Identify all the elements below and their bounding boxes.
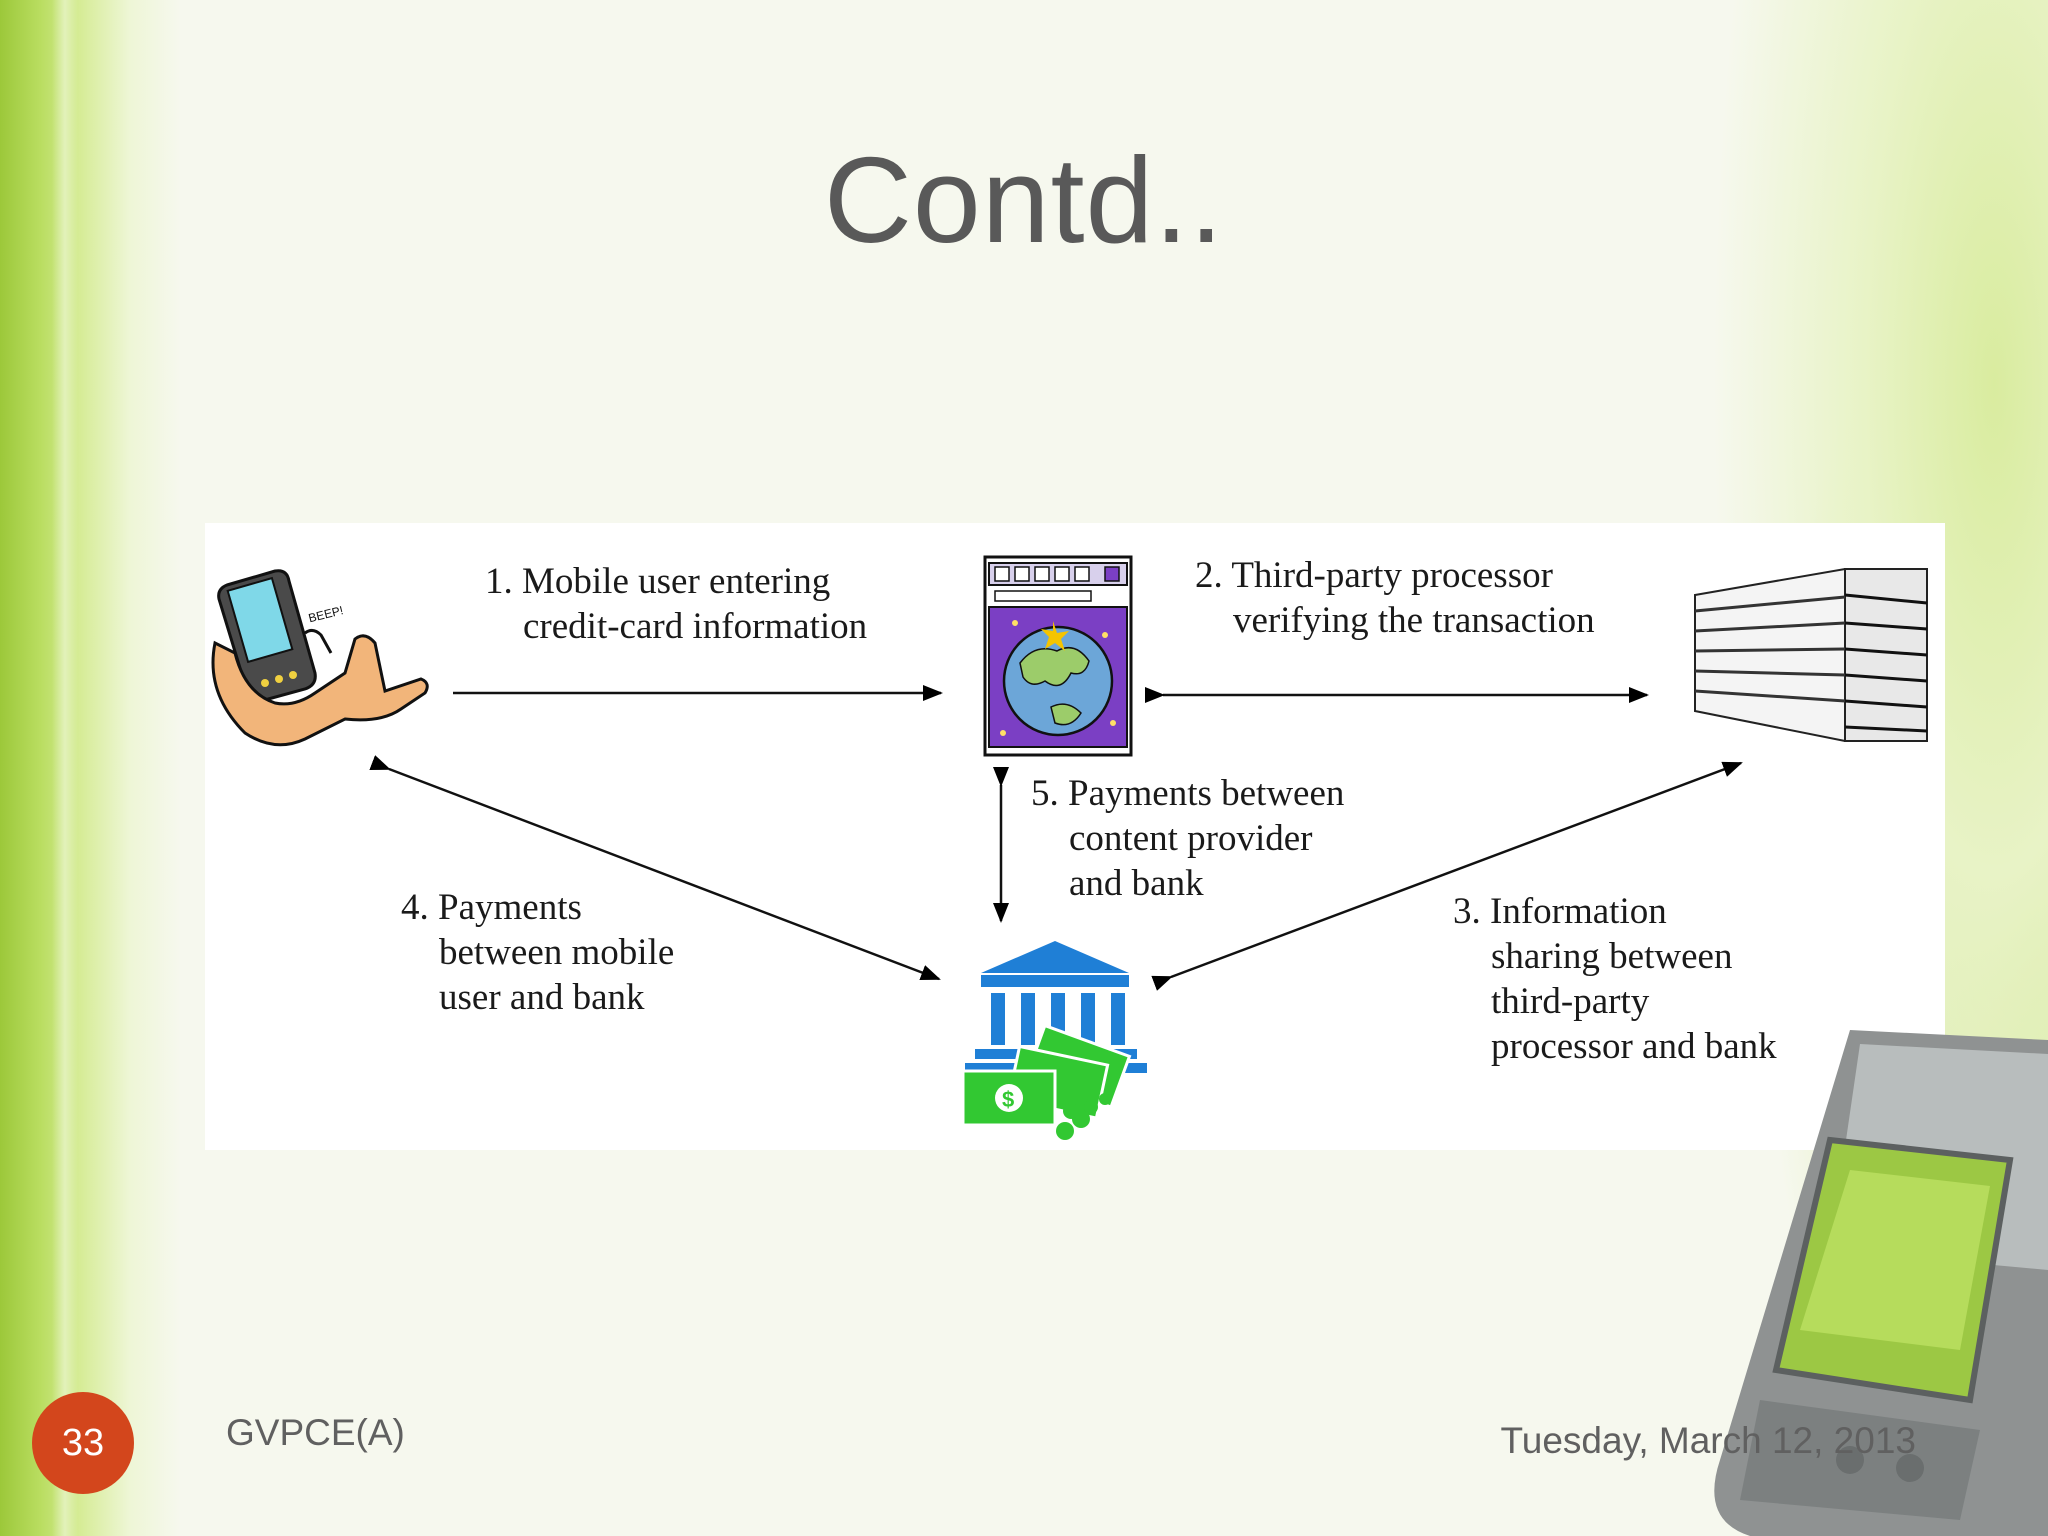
- arrow-step4: [369, 755, 941, 981]
- step4-label: 4. Payments between mobile user and bank: [401, 887, 675, 1018]
- footer-institution: GVPCE(A): [226, 1412, 405, 1453]
- step1-label: 1. Mobile user entering credit-card info…: [485, 561, 868, 647]
- step3-label: 3. Information sharing between third-par…: [1453, 891, 1777, 1067]
- arrow-step3: [1151, 761, 1743, 991]
- slide-number-badge: 33: [32, 1392, 134, 1494]
- svg-text:BEEP!: BEEP!: [307, 603, 345, 625]
- step2-label: 2. Third-party processor verifying the t…: [1195, 555, 1595, 641]
- web-globe-icon: [983, 555, 1133, 757]
- background-left-band: [0, 0, 180, 1536]
- svg-text:$: $: [1002, 1087, 1014, 1112]
- footer-date: Tuesday, March 12, 2013: [1500, 1420, 1916, 1461]
- diagram-graphics: BEEP!: [211, 555, 1928, 1140]
- mobile-phone-icon: BEEP!: [211, 569, 429, 747]
- payment-flow-diagram: BEEP!: [205, 523, 1945, 1150]
- bank-money-icon: $: [961, 941, 1147, 1140]
- step5-label: 5. Payments between content provider and…: [1031, 773, 1345, 904]
- server-processor-icon: [1694, 567, 1928, 742]
- background-left-stripe: [52, 0, 78, 1536]
- slide-title: Contd..: [823, 132, 1225, 268]
- handheld-device-image: [1714, 1030, 2048, 1536]
